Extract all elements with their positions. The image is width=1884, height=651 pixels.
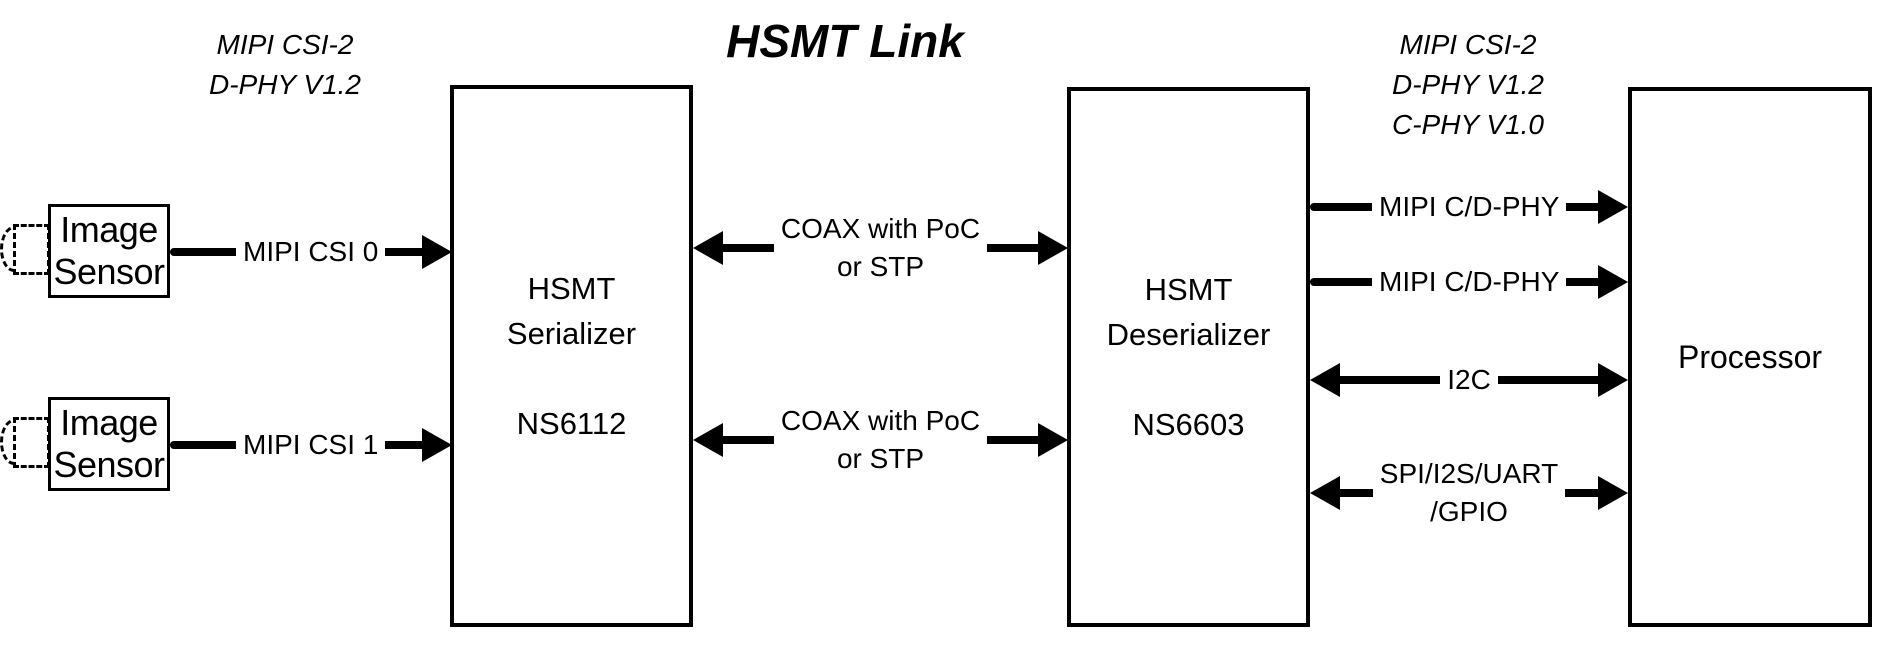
arrowhead-right-icon <box>1598 265 1628 299</box>
block-label: Image <box>60 402 158 443</box>
connection-label: COAX with PoC or STP <box>781 402 980 478</box>
camera-lens-icon <box>0 416 15 468</box>
connection-label: SPI/I2S/UART /GPIO <box>1380 455 1558 531</box>
annotation-right-mipi: MIPI CSI-2 D-PHY V1.2 C-PHY V1.0 <box>1333 25 1603 145</box>
arrowhead-right-icon <box>1038 423 1069 457</box>
connection-label: MIPI C/D-PHY <box>1379 191 1560 223</box>
arrow-line <box>385 441 422 449</box>
connection-mipi-csi-0: MIPI CSI 0 <box>170 235 452 269</box>
arrowhead-right-icon <box>422 428 452 462</box>
arrowhead-left-icon <box>693 423 723 457</box>
arrow-line <box>1566 203 1598 211</box>
annotation-line: MIPI CSI-2 <box>216 29 354 60</box>
arrow-line <box>385 248 422 256</box>
connection-label: COAX with PoC or STP <box>781 210 980 286</box>
block-label: HSMT <box>527 271 616 306</box>
arrow-line <box>170 248 236 256</box>
annotation-left-mipi: MIPI CSI-2 D-PHY V1.2 <box>150 25 420 105</box>
arrow-line <box>987 436 1039 444</box>
arrowhead-right-icon <box>1598 476 1628 510</box>
block-label: Deserializer <box>1106 317 1271 352</box>
arrowhead-left-icon <box>693 231 723 265</box>
arrowhead-left-icon <box>1310 476 1340 510</box>
connection-label: I2C <box>1447 364 1491 396</box>
block-label: Processor <box>1677 338 1823 375</box>
arrow-line <box>1310 203 1372 211</box>
connection-label-line: or STP <box>836 443 925 474</box>
connection-mipi-csi-1: MIPI CSI 1 <box>170 428 452 462</box>
arrow-line <box>723 436 774 444</box>
part-number: NS6112 <box>516 406 627 441</box>
arrow-line <box>1565 489 1598 497</box>
block-label: HSMT <box>1144 272 1233 307</box>
diagram-title: HSMT Link <box>726 15 964 67</box>
connection-label-line: or STP <box>836 251 925 282</box>
block-hsmt-deserializer: HSMT Deserializer NS6603 <box>1067 87 1310 627</box>
connection-label-line: COAX with PoC <box>780 213 981 244</box>
block-processor: Processor <box>1628 87 1872 627</box>
arrowhead-left-icon <box>1310 363 1340 397</box>
connection-label: MIPI C/D-PHY <box>1379 266 1560 298</box>
connection-coax-2: COAX with PoC or STP <box>693 402 1069 478</box>
annotation-line: C-PHY V1.0 <box>1392 109 1544 140</box>
arrowhead-right-icon <box>1598 190 1628 224</box>
block-hsmt-serializer: HSMT Serializer NS6112 <box>450 85 693 627</box>
camera-lens-icon <box>0 223 15 275</box>
connection-mipi-cdphy-1: MIPI C/D-PHY <box>1310 190 1628 224</box>
part-number: NS6603 <box>1132 407 1245 442</box>
arrowhead-right-icon <box>1038 231 1069 265</box>
connection-label: MIPI CSI 1 <box>243 429 379 461</box>
annotation-line: D-PHY V1.2 <box>209 69 361 100</box>
block-label: Sensor <box>53 444 165 485</box>
arrowhead-right-icon <box>422 235 452 269</box>
arrow-line <box>170 441 236 449</box>
connection-coax-1: COAX with PoC or STP <box>693 210 1069 286</box>
block-label: Image <box>60 209 158 250</box>
block-label: Sensor <box>53 251 165 292</box>
block-image-sensor-2: Image Sensor <box>48 397 170 491</box>
block-image-sensor-1: Image Sensor <box>48 204 170 298</box>
connection-label-line: /GPIO <box>1430 496 1508 527</box>
arrow-line <box>1497 376 1599 384</box>
arrowhead-right-icon <box>1598 363 1629 397</box>
connection-label-line: COAX with PoC <box>780 405 981 436</box>
arrow-line <box>723 244 774 252</box>
connection-label: MIPI CSI 0 <box>243 236 379 268</box>
arrow-line <box>1566 278 1598 286</box>
connection-i2c: I2C <box>1310 363 1629 397</box>
arrow-line <box>1340 376 1441 384</box>
block-label: Serializer <box>506 316 637 351</box>
arrow-line <box>1340 489 1373 497</box>
connection-mipi-cdphy-2: MIPI C/D-PHY <box>1310 265 1628 299</box>
camera-lens-barrel-icon <box>13 417 50 468</box>
arrow-line <box>987 244 1039 252</box>
camera-lens-barrel-icon <box>13 224 50 275</box>
arrow-line <box>1310 278 1372 286</box>
annotation-line: D-PHY V1.2 <box>1392 69 1544 100</box>
annotation-line: MIPI CSI-2 <box>1399 29 1537 60</box>
connection-spi-i2s-uart-gpio: SPI/I2S/UART /GPIO <box>1310 455 1628 531</box>
connection-label-line: SPI/I2S/UART <box>1379 458 1559 489</box>
